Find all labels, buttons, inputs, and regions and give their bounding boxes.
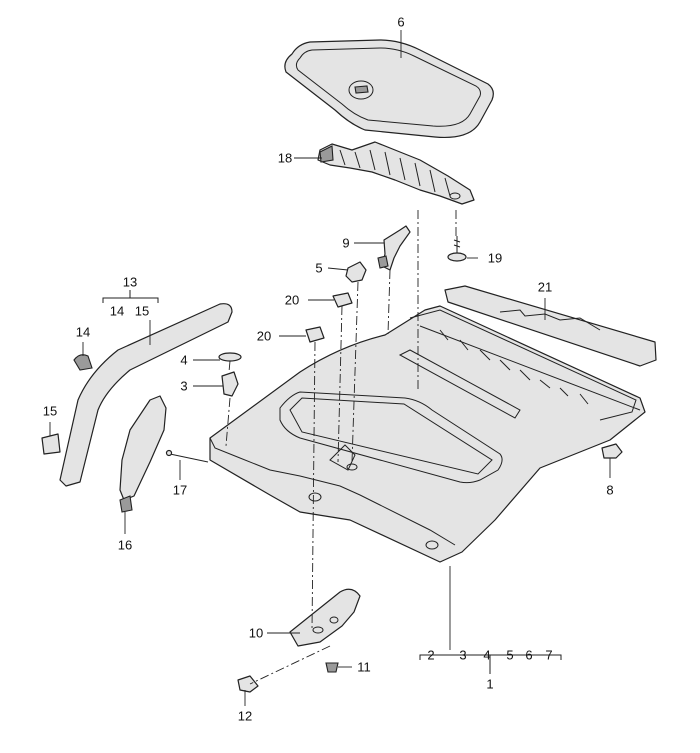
callout-3: 3 xyxy=(180,378,188,394)
callout-9: 9 xyxy=(342,235,350,251)
part-17-screw xyxy=(165,449,209,463)
part-10-bracket xyxy=(289,588,361,647)
callout-16: 16 xyxy=(117,537,133,553)
callout-6: 6 xyxy=(397,14,405,30)
assembly-lines xyxy=(225,210,457,685)
part-15-pad xyxy=(41,433,61,455)
callout-15-group: 15 xyxy=(134,303,150,319)
part-4-washer xyxy=(218,352,242,362)
callout-15: 15 xyxy=(42,403,58,419)
callout-8: 8 xyxy=(606,482,614,498)
part-20-clip-lower xyxy=(305,326,325,343)
callout-6-group: 6 xyxy=(525,647,533,663)
callout-17: 17 xyxy=(172,482,188,498)
part-19-screw xyxy=(447,236,467,262)
callout-14-group: 14 xyxy=(109,303,125,319)
callout-11: 11 xyxy=(357,659,371,675)
callout-10: 10 xyxy=(248,625,264,641)
callout-3-group: 3 xyxy=(459,647,467,663)
callout-13: 13 xyxy=(122,274,138,290)
part-11-screw xyxy=(325,662,339,673)
callout-1: 1 xyxy=(486,676,494,692)
part-1-headliner xyxy=(209,305,646,563)
part-8-clip xyxy=(601,443,623,459)
callout-7: 7 xyxy=(545,647,553,663)
part-18-guide-rail xyxy=(317,141,475,205)
callout-20-upper: 20 xyxy=(284,292,300,308)
part-20-clip-upper xyxy=(332,292,353,308)
callout-18: 18 xyxy=(277,150,293,166)
callout-12: 12 xyxy=(237,708,253,724)
part-16-pillar-trim xyxy=(119,395,167,513)
callout-4-group: 4 xyxy=(483,647,491,663)
callout-5-group: 5 xyxy=(506,647,514,663)
part-3-clip xyxy=(221,371,239,397)
part-12-clip xyxy=(237,675,259,693)
callout-21: 21 xyxy=(537,279,553,295)
part-5-clip xyxy=(345,261,367,283)
part-13-pillar-trim xyxy=(59,303,233,487)
callout-14: 14 xyxy=(75,324,91,340)
callout-20-lower: 20 xyxy=(256,328,272,344)
callout-19: 19 xyxy=(487,250,503,266)
part-6-sunroof-seal xyxy=(284,39,494,139)
callout-2: 2 xyxy=(427,647,435,663)
part-14-clip xyxy=(73,354,93,371)
callout-5: 5 xyxy=(315,260,323,276)
callout-4: 4 xyxy=(180,352,188,368)
part-9-bracket xyxy=(377,225,411,271)
leader-lines xyxy=(49,30,611,706)
